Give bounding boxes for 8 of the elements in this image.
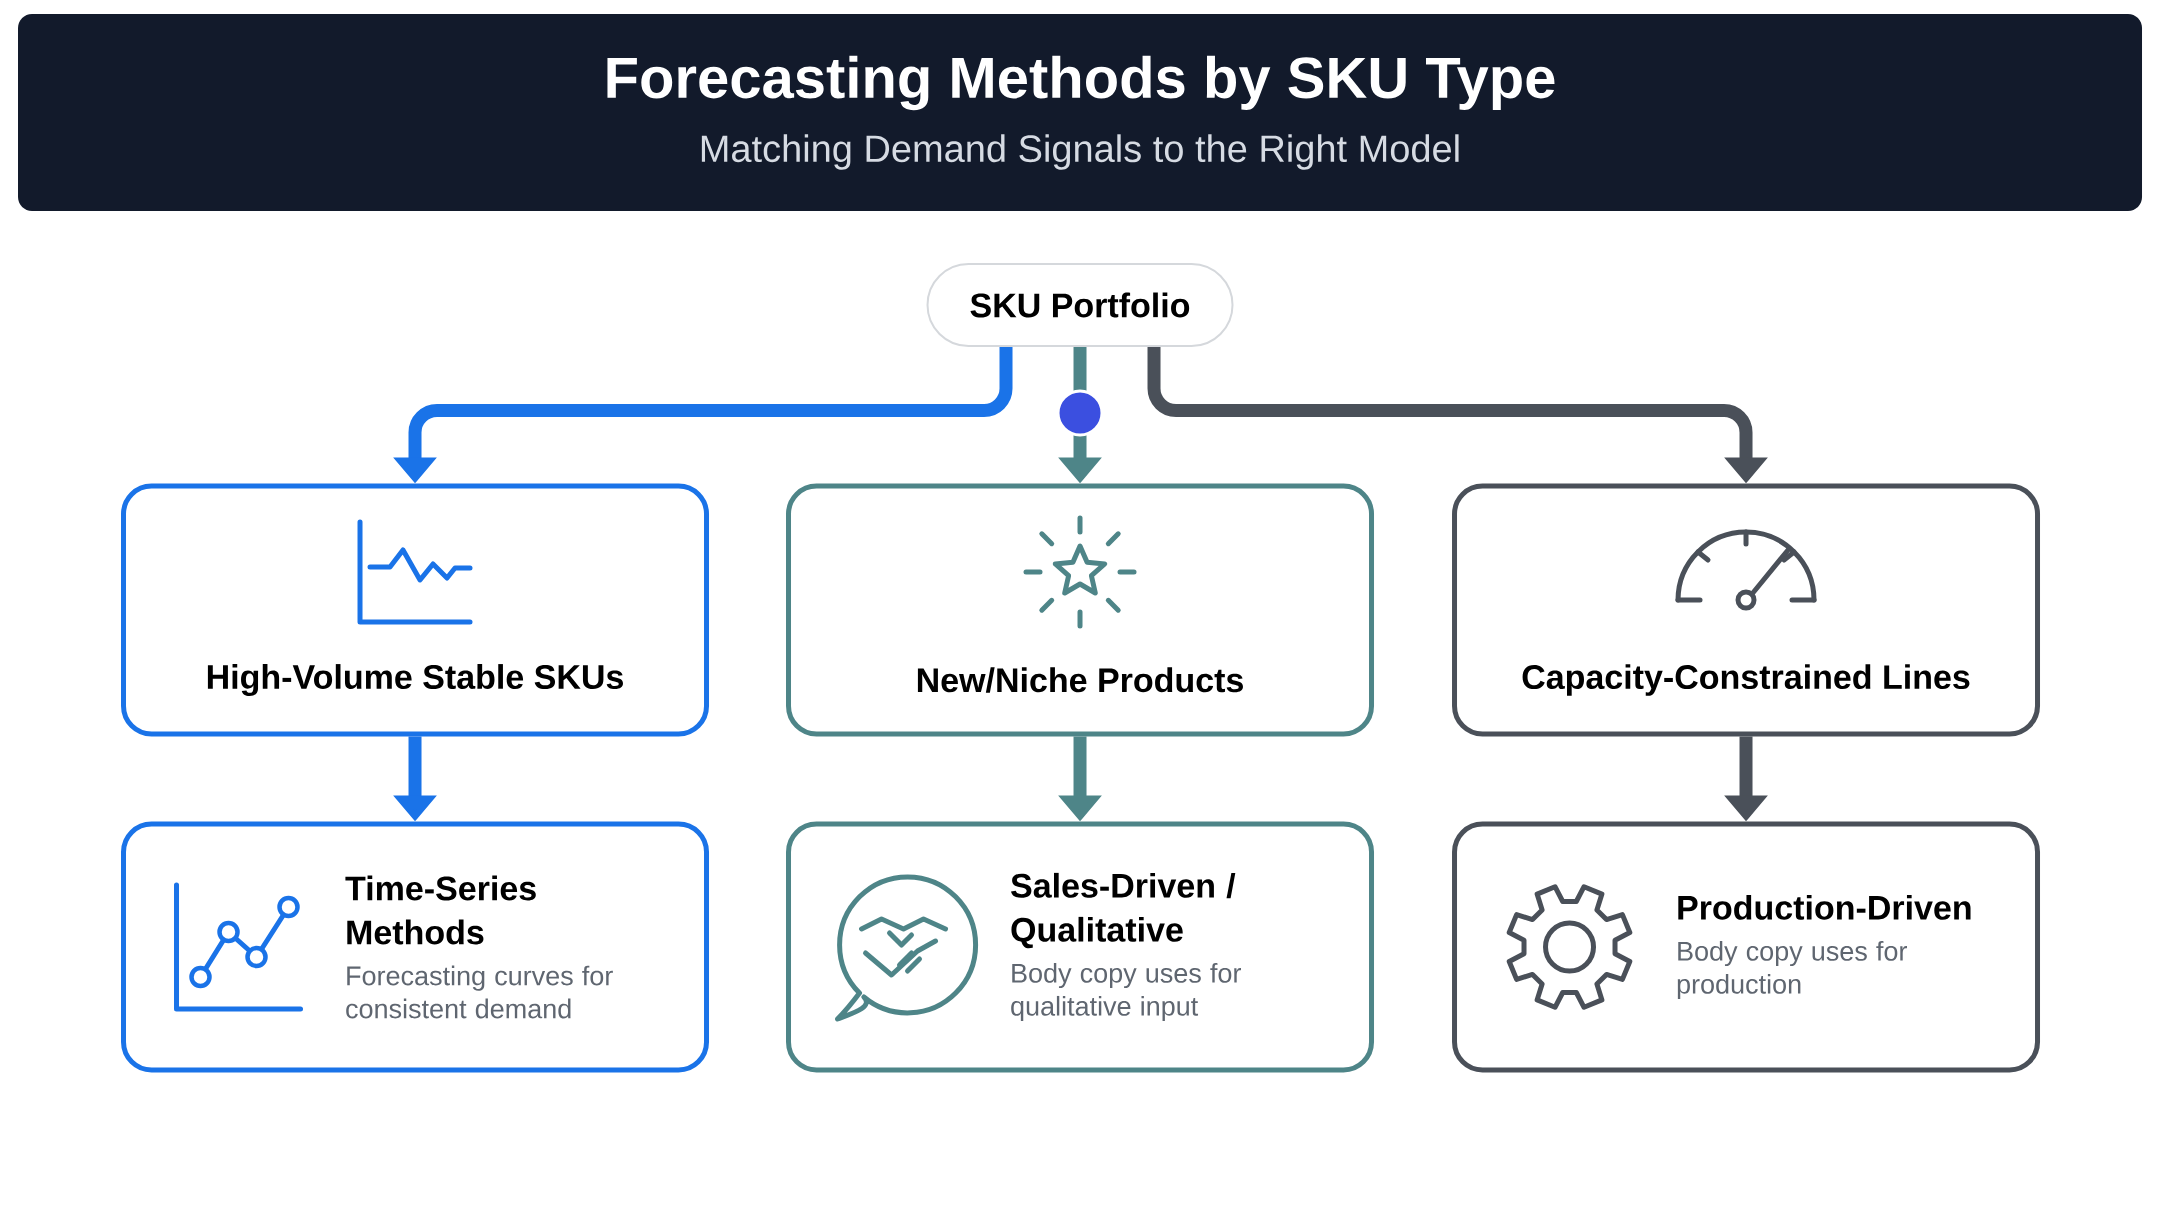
category-box: High-Volume Stable SKUs (121, 483, 709, 737)
method-box: Sales-Driven / Qualitative Body copy uses for qualitative input (786, 821, 1374, 1073)
method-box: Time-Series Methods Forecasting curves for consistent demand (121, 821, 709, 1073)
title-banner: Forecasting Methods by SKU Type Matching Demand Signals to the Right Model (18, 14, 2142, 211)
category-box: New/Niche Products (786, 483, 1374, 737)
start-pill: SKU Portfolio (926, 263, 1234, 347)
category-box: Capacity-Constrained Lines (1452, 483, 2040, 737)
method-box: Production-Driven Body copy uses for production (1452, 821, 2040, 1073)
